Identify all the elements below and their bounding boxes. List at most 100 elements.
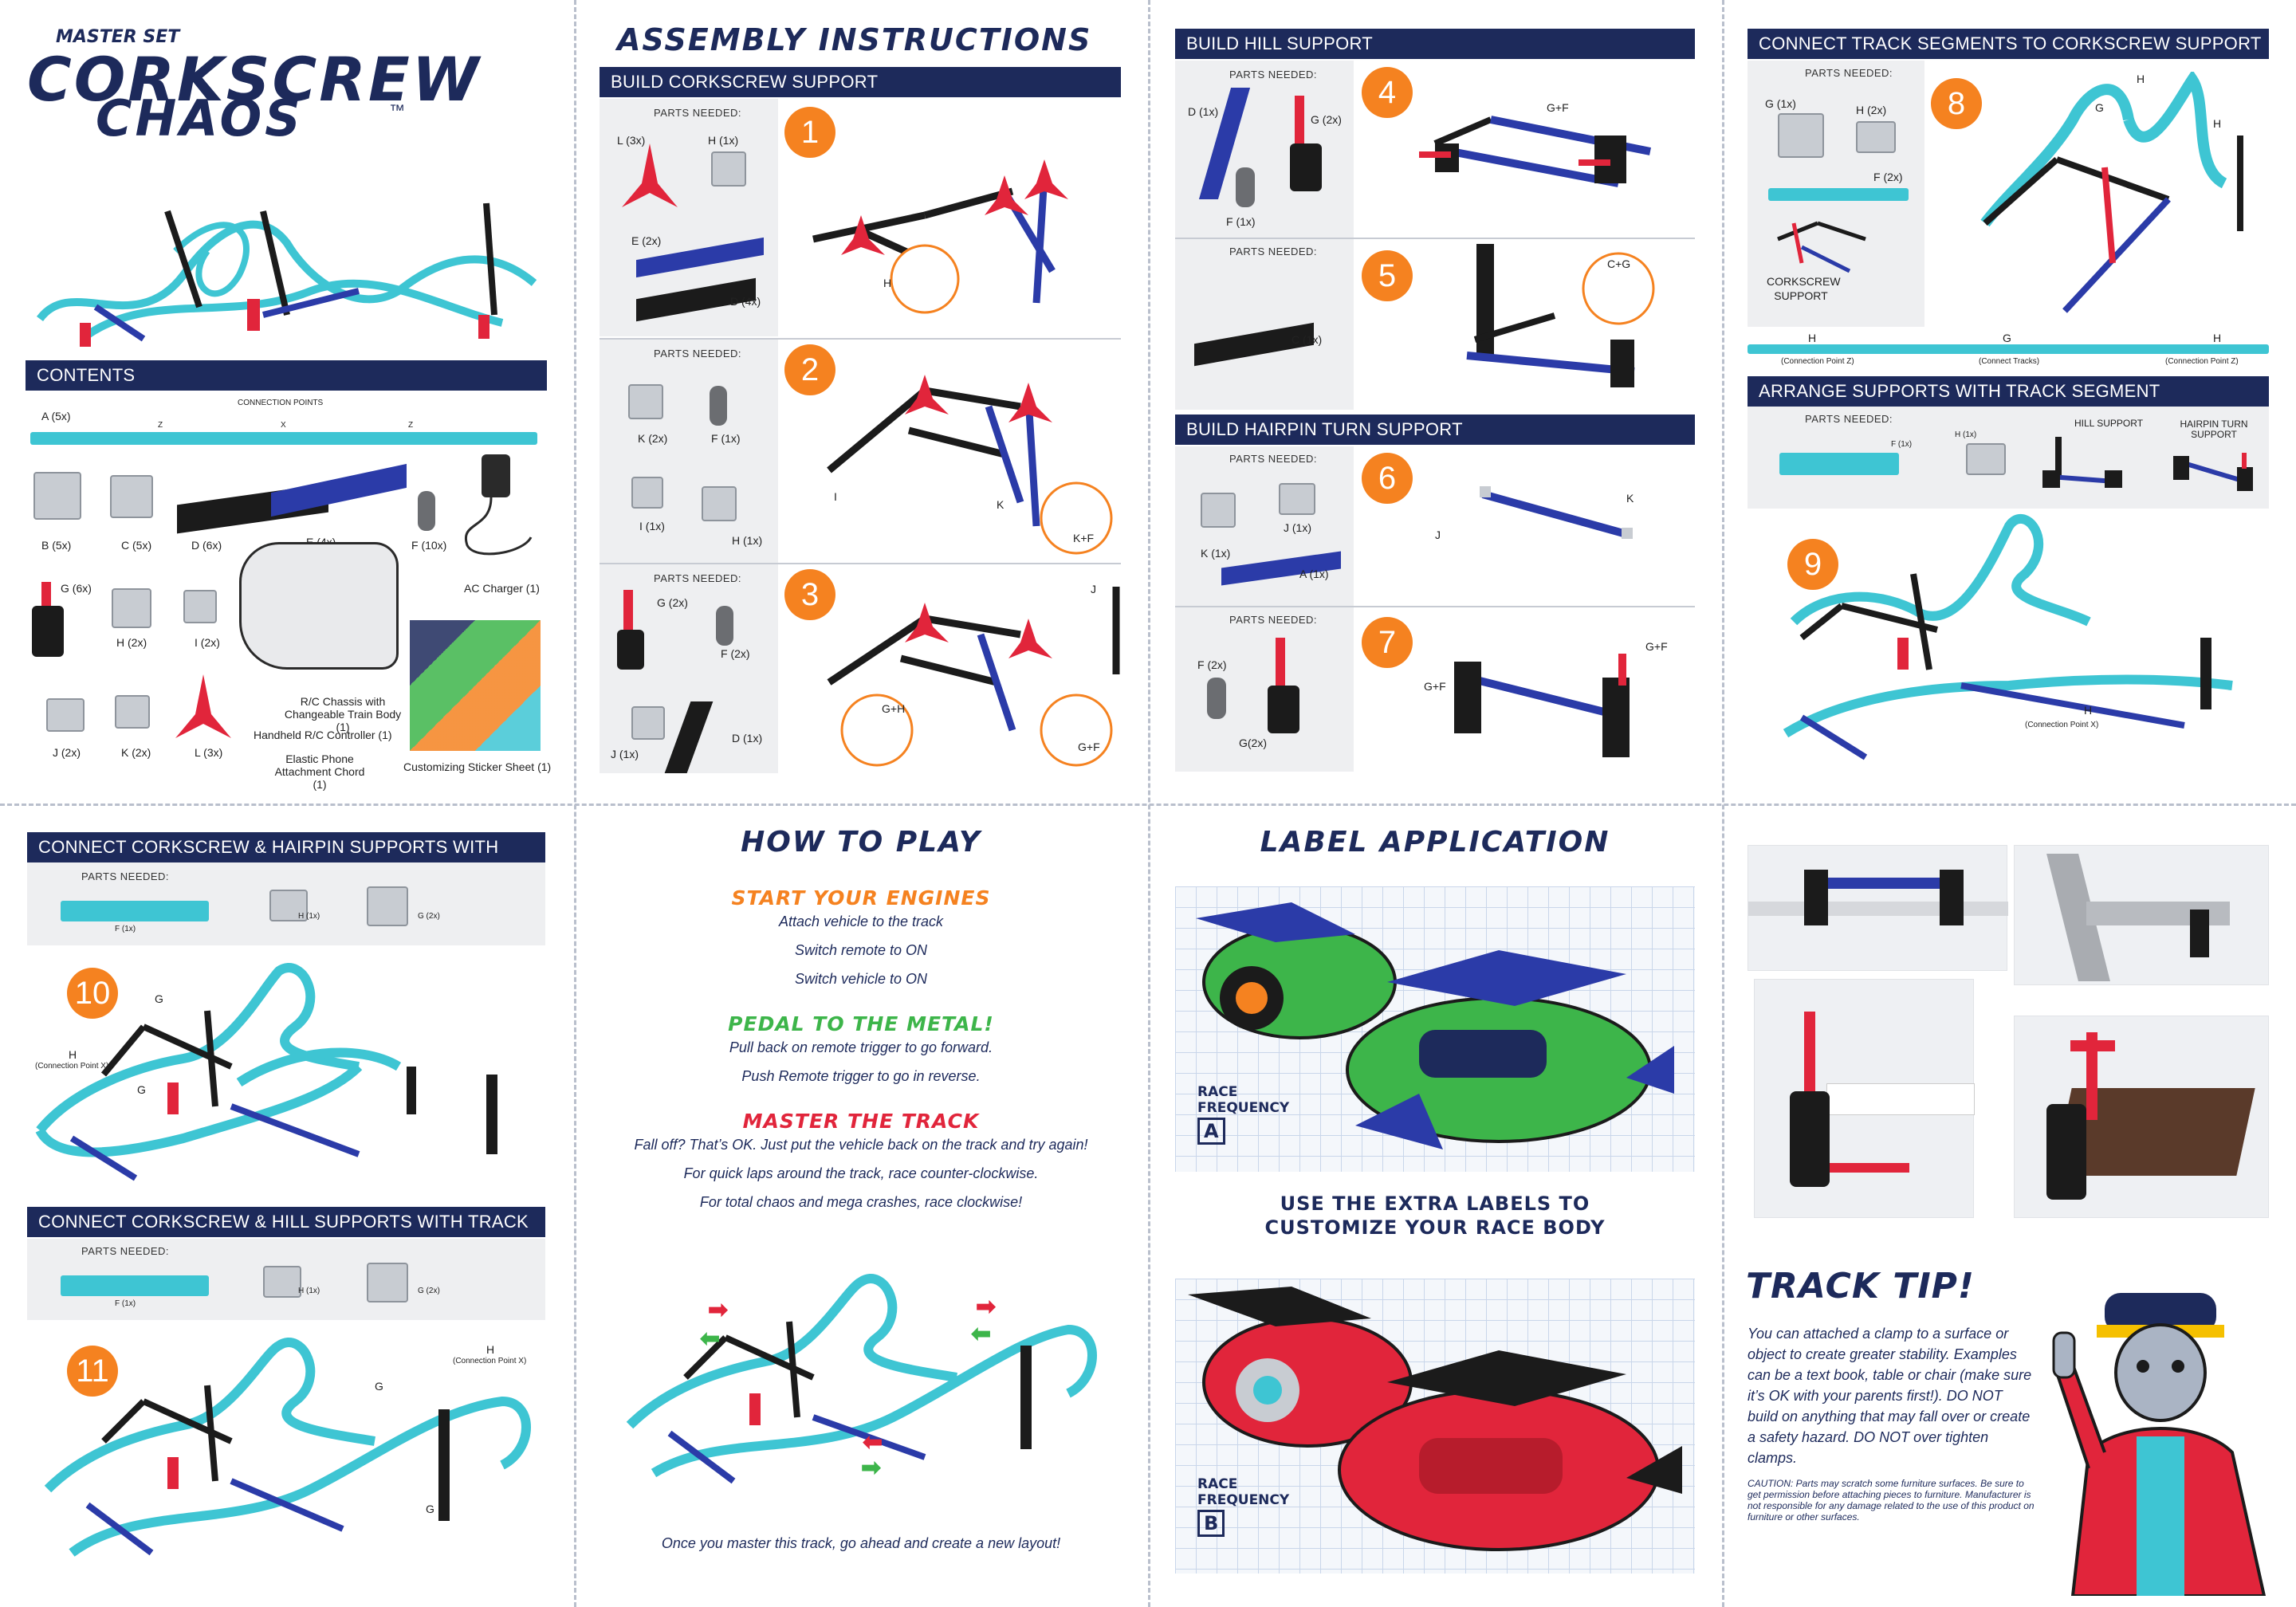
text-label: FREQUENCY [1197, 1492, 1290, 1508]
part-f-icon [1236, 167, 1255, 207]
step10-part-label: H (1x) [298, 912, 320, 921]
part-k-icon [628, 384, 663, 419]
label-application-panel: LABEL APPLICATION RACE FREQUENCY A USE T… [1148, 804, 1722, 1607]
track-segment-icon [1768, 188, 1909, 201]
corkscrew-support-label: CORKSCREW SUPPORT [1767, 275, 1841, 302]
part-h-icon [1966, 443, 2006, 475]
step1-part-label: L (3x) [617, 134, 646, 147]
ac-charger-label: AC Charger (1) [464, 582, 540, 595]
green-race-body-image [1196, 902, 1674, 1149]
step9-callout-note: (Connection Point X) [2025, 721, 2098, 729]
part-e [271, 463, 407, 517]
race-frequency-a-label: RACE FREQUENCY A [1197, 1084, 1289, 1145]
part-i-label: I (2x) [195, 636, 220, 649]
step10-callout: G [155, 992, 163, 1005]
clamp-book-photo [2014, 1016, 2269, 1218]
how-to-play-line: For quick laps around the track, race co… [683, 1165, 1039, 1181]
how-to-play-line: For total chaos and mega crashes, race c… [699, 1194, 1023, 1210]
step10-diagram: G H (Connection Point X) G [35, 963, 497, 1181]
step3-callout: G+H [882, 702, 905, 715]
hill-support-icon [2042, 437, 2122, 488]
master-track-heading: MASTER THE TRACK [742, 1110, 980, 1133]
ac-charger-image [482, 454, 510, 497]
step5-callout: C+G [1607, 257, 1630, 270]
step11-diagram: H (Connection Point X) G G [44, 1338, 531, 1557]
step3-callout: G+F [1078, 741, 1100, 753]
track-a-label: A (5x) [41, 410, 71, 422]
brand-master-set: MASTER SET [56, 27, 180, 47]
track-point-note: (Connection Point Z) [2165, 357, 2239, 366]
step10-callout: G [137, 1083, 146, 1096]
part-g-clamp [1290, 143, 1322, 191]
step9-part-label: H (1x) [1955, 430, 1977, 439]
step10-callout: H [69, 1048, 77, 1061]
parts-needed-label: PARTS NEEDED: [654, 348, 742, 360]
parts-needed-label: PARTS NEEDED: [81, 1245, 170, 1257]
part-h-icon [269, 890, 308, 921]
charger-cord [464, 497, 533, 556]
step2-part-label: K (2x) [638, 432, 668, 445]
sticker-sheet-image [410, 620, 541, 751]
connection-x: X [281, 421, 286, 430]
step11-callout: H [486, 1343, 494, 1356]
part-j [46, 698, 85, 732]
connect-hairpin-header: CONNECT CORKSCREW & HAIRPIN SUPPORTS WIT… [27, 832, 545, 887]
part-g-clamp [1268, 686, 1299, 733]
full-track-segment [1748, 344, 2269, 354]
part-h [112, 588, 151, 628]
part-j-icon [1279, 483, 1315, 515]
step4-part-label: D (1x) [1188, 105, 1219, 118]
controller-label: Handheld R/C Controller (1) [254, 729, 392, 741]
parts-needed-label: PARTS NEEDED: [1229, 246, 1318, 257]
contents-header: CONTENTS [26, 360, 547, 391]
parts-needed-label: PARTS NEEDED: [1229, 69, 1318, 81]
step3-part-label: G (2x) [657, 596, 688, 609]
step3-part-label: D (1x) [732, 732, 763, 745]
part-g-icon [367, 1263, 408, 1302]
step10-callout: (Connection Point X) [35, 1062, 108, 1071]
parts-needed-label: PARTS NEEDED: [654, 107, 742, 119]
track-segment-icon [61, 1275, 209, 1296]
step5-diagram: C+G [1466, 244, 1655, 387]
step3-part-label: F (2x) [721, 647, 750, 660]
step2-callout: K+F [1073, 532, 1094, 544]
step8-part-label: H (2x) [1856, 104, 1887, 116]
part-g-label: G (6x) [61, 582, 92, 595]
step2-diagram: H I K K+F [827, 375, 1113, 555]
frequency-b-badge: B [1197, 1510, 1225, 1537]
train-conductor-mascot [2052, 1293, 2267, 1596]
corkscrew-support-header: BUILD CORKSCREW SUPPORT [600, 67, 1121, 97]
how-to-play-line: Fall off? That’s OK. Just put the vehicl… [634, 1137, 1088, 1153]
red-arrow-icon: ➡ [708, 1297, 729, 1323]
step1-part-label: D (4x) [730, 295, 761, 308]
step2-part-label: F (1x) [711, 432, 741, 445]
step5-number: 5 [1362, 250, 1413, 301]
rc-chassis-label: R/C Chassis with Changeable Train Body (… [284, 695, 402, 733]
step2-part-label: H (1x) [732, 534, 763, 547]
part-h-icon [711, 151, 746, 187]
step3-number: 3 [784, 569, 835, 620]
start-engines-heading: START YOUR ENGINES [731, 886, 991, 910]
part-g-icon [1778, 113, 1824, 158]
step11-part-label: G (2x) [418, 1287, 440, 1295]
track-point-label: G [2003, 332, 2011, 344]
step4-parts-box [1175, 61, 1354, 238]
track-connect-panel: CONNECT TRACK SEGMENTS TO CORKSCREW SUPP… [1722, 0, 2296, 804]
track-tip-caution: CAUTION: Parts may scratch some furnitur… [1748, 1478, 2035, 1523]
step10-part-label: G (2x) [418, 912, 440, 921]
step-divider [1175, 606, 1695, 607]
track-segment-icon [61, 901, 209, 921]
parts-needed-label: PARTS NEEDED: [1805, 67, 1893, 79]
sticker-sheet-label: Customizing Sticker Sheet (1) [403, 760, 552, 773]
step8-part-label: G (1x) [1765, 97, 1796, 110]
clamp-chair-photo [2014, 845, 2269, 985]
step-divider [600, 563, 1121, 564]
part-h-icon [263, 1266, 301, 1298]
track-segment-icon [1779, 453, 1899, 475]
part-i [183, 590, 217, 623]
track-segment-a [30, 432, 537, 445]
step2-number: 2 [784, 344, 835, 395]
red-arrow-icon: ➡ [976, 1294, 997, 1320]
parts-needed-label: PARTS NEEDED: [1805, 413, 1893, 425]
step1-number: 1 [784, 107, 835, 158]
